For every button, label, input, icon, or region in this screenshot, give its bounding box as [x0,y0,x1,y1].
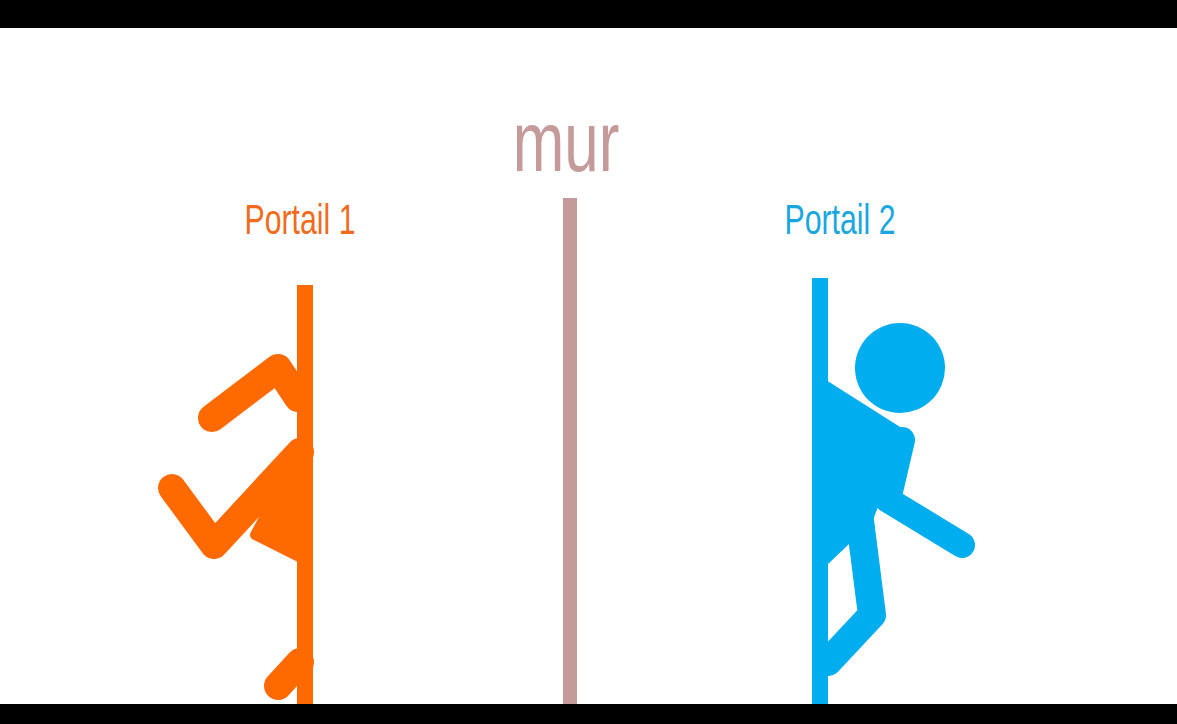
top-bar [0,0,1177,28]
orange-figure [172,368,305,686]
portal-1 [297,285,313,704]
wall-label: mur [513,98,620,184]
portal-label: Portail 2 [785,199,896,241]
portal-2 [812,278,828,704]
portal-label: Portail 1 [245,199,356,241]
blue-figure [826,323,962,662]
leg [828,505,872,662]
arm [212,368,298,418]
wall [563,198,577,704]
bottom-bar [0,704,1177,724]
head [855,323,945,413]
arm [888,440,962,545]
foot [278,662,300,686]
